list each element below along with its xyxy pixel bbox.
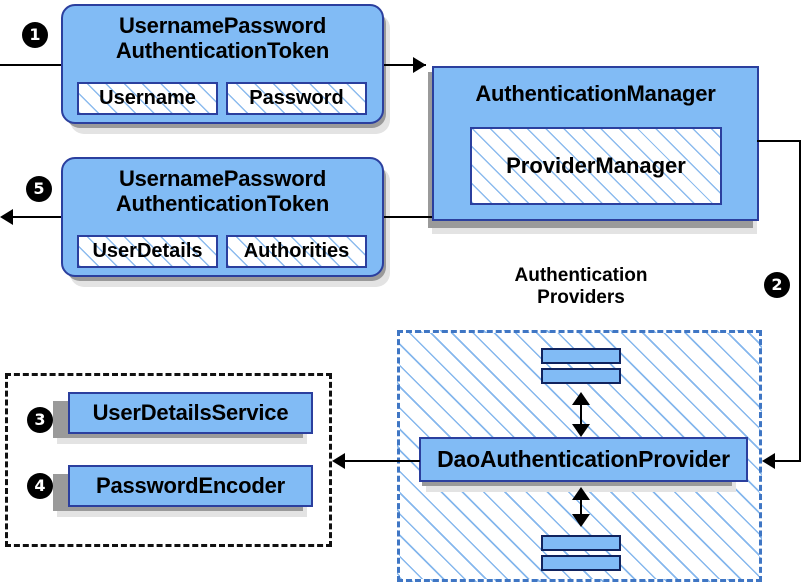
provider-stub-bottom-bar-2 bbox=[541, 555, 621, 571]
step-marker-3: 3 bbox=[27, 407, 53, 433]
manager-to-response-line bbox=[384, 216, 432, 218]
provider-to-services-line bbox=[345, 460, 420, 462]
request-token-title-line2: AuthenticationToken bbox=[115, 37, 330, 63]
response-token-field-authorities: Authorities bbox=[226, 235, 367, 268]
user-details-service-label: UserDetailsService bbox=[92, 399, 289, 425]
incoming-request-line bbox=[0, 64, 80, 66]
provider-stub-top-bar-1 bbox=[541, 348, 621, 364]
services-group-container bbox=[5, 373, 332, 547]
token-to-manager-arrowhead bbox=[413, 57, 426, 73]
manager-to-provider-arrowhead bbox=[762, 453, 775, 469]
request-token-field-password: Password bbox=[226, 82, 367, 115]
request-token-node[interactable]: UsernamePassword AuthenticationToken Use… bbox=[61, 4, 384, 124]
provider-top-link-line bbox=[580, 398, 582, 428]
provider-bottom-link-arrow-down bbox=[572, 514, 590, 527]
authentication-manager-title: AuthenticationManager bbox=[475, 81, 716, 106]
authentication-manager-node[interactable]: AuthenticationManager ProviderManager bbox=[432, 66, 759, 221]
outgoing-response-line bbox=[13, 216, 83, 218]
dao-authentication-provider-label: DaoAuthenticationProvider bbox=[437, 445, 730, 472]
step-marker-1: 1 bbox=[22, 22, 48, 48]
response-token-title-line1: UsernamePassword bbox=[118, 166, 327, 191]
user-details-service-node[interactable]: UserDetailsService bbox=[68, 392, 313, 434]
response-token-field-userdetails: UserDetails bbox=[77, 235, 218, 268]
request-token-title-line1: UsernamePassword bbox=[118, 13, 327, 38]
step-marker-4: 4 bbox=[27, 473, 53, 499]
response-token-title-line2: AuthenticationToken bbox=[115, 190, 330, 216]
provider-manager-node[interactable]: ProviderManager bbox=[470, 127, 722, 205]
outgoing-response-arrowhead bbox=[0, 209, 13, 225]
request-token-field-username: Username bbox=[77, 82, 218, 115]
provider-stub-bottom-bar-1 bbox=[541, 535, 621, 551]
step-marker-5: 5 bbox=[26, 176, 52, 202]
password-encoder-label: PasswordEncoder bbox=[96, 472, 285, 498]
manager-to-provider-line-vertical bbox=[799, 140, 801, 461]
dao-authentication-provider-node[interactable]: DaoAuthenticationProvider bbox=[419, 437, 748, 482]
password-encoder-node[interactable]: PasswordEncoder bbox=[68, 465, 313, 507]
token-to-manager-line bbox=[384, 64, 426, 66]
manager-to-provider-line-top bbox=[757, 140, 801, 142]
providers-group-title-line2: Providers bbox=[537, 286, 625, 308]
provider-to-services-arrowhead bbox=[332, 453, 345, 469]
providers-group-title-line1: Authentication bbox=[514, 265, 648, 286]
response-token-node[interactable]: UsernamePassword AuthenticationToken Use… bbox=[61, 157, 384, 277]
step-marker-2: 2 bbox=[764, 272, 790, 298]
provider-bottom-link-line bbox=[580, 493, 582, 518]
providers-group-title: Authentication Providers bbox=[477, 265, 685, 309]
provider-stub-top-bar-2 bbox=[541, 368, 621, 384]
provider-top-link-arrow-down bbox=[572, 424, 590, 437]
manager-to-provider-line-bottom bbox=[775, 460, 801, 462]
